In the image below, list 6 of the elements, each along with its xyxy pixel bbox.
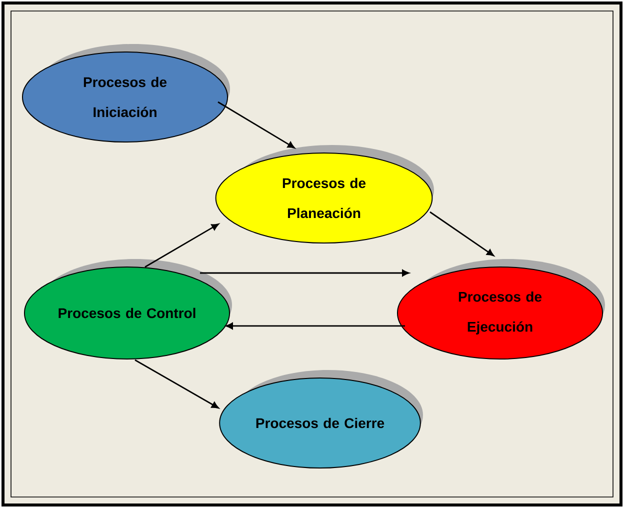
arrow <box>200 270 410 276</box>
arrow <box>226 322 405 330</box>
arrow <box>144 224 219 268</box>
arrow <box>430 211 494 256</box>
arrow <box>218 101 295 148</box>
arrow <box>134 359 219 408</box>
